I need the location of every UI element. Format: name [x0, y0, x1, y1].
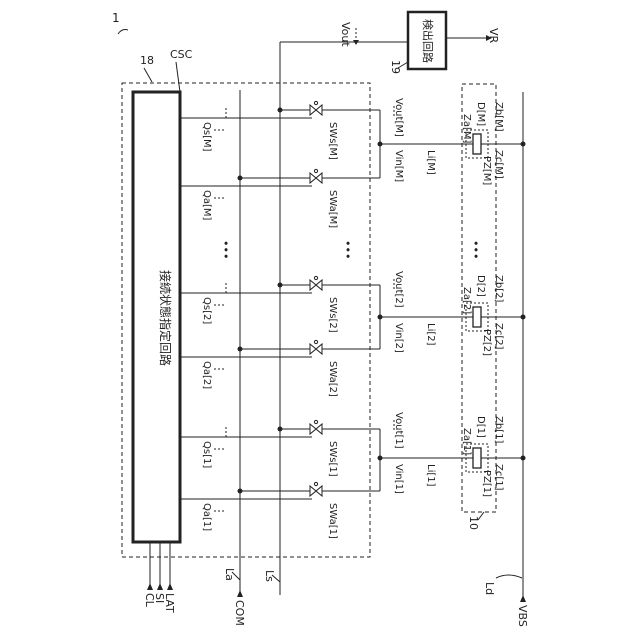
csc-label-leader	[176, 62, 180, 92]
swa-switch-icon	[310, 340, 322, 354]
pz-label: PZ[2]	[481, 329, 492, 356]
pz-element	[473, 134, 481, 154]
qs-label: Qs[M]	[201, 122, 212, 152]
sws-switch-icon	[310, 420, 322, 434]
li-label: Li[1]	[425, 464, 436, 487]
za-label: Za[1]	[461, 428, 472, 455]
vout-label: Vout[2]	[393, 271, 404, 308]
sws-label: SWs[2]	[327, 297, 338, 333]
qa-label: Qa[1]	[201, 503, 212, 531]
ellipsis-sw: •••	[341, 240, 354, 259]
vin-label: Vin[1]	[393, 464, 404, 494]
ellipsis-qa: •••	[219, 240, 232, 259]
unit-ref-number: 10	[467, 516, 480, 530]
li-junction-dot	[378, 456, 383, 461]
swa-label: SWa[2]	[327, 361, 338, 397]
figure-number: 1	[112, 11, 120, 25]
vout-label: Vout[1]	[393, 412, 404, 449]
ld-junction-dot	[521, 142, 526, 147]
vout-label: Vout[M]	[393, 98, 404, 137]
sws-switch-icon-gate	[314, 420, 317, 423]
swa-switch-icon-body	[310, 486, 322, 496]
channel-3: Qs[M] Qa[M] SWs[M] SWa[M] Vout[M] Vin[M] Li[M]…	[180, 98, 526, 228]
qa-label: Qa[2]	[201, 361, 212, 389]
zc-label: Zc[2]	[493, 323, 504, 350]
zb-label: Zb[1]	[493, 416, 504, 443]
detection-circuit-label: 検出回路	[421, 19, 435, 63]
swa-switch-icon-body	[310, 173, 322, 183]
li-junction-dot	[378, 142, 383, 147]
swa-switch-icon-gate	[314, 340, 317, 343]
vbs-label: VBS	[516, 605, 529, 627]
ld-label: Ld	[483, 582, 496, 595]
vbs-arrow-icon	[520, 595, 526, 602]
swa-switch-icon-body	[310, 344, 322, 354]
swa-label: SWa[M]	[327, 190, 338, 228]
sws-label: SWs[M]	[327, 122, 338, 160]
swa-junction-dot	[238, 489, 243, 494]
swa-junction-dot	[238, 176, 243, 181]
li-junction-dot	[378, 315, 383, 320]
d-label: D[M]	[475, 102, 486, 126]
com-arrow-icon	[237, 590, 243, 597]
qs-label: Qs[1]	[201, 441, 212, 468]
pz-element	[473, 448, 481, 468]
channel-groups: Qs[1] Qa[1] SWs[1] SWa[1] Vout[1] Vin[1] Li[1]…	[180, 98, 526, 539]
swa-switch-icon-gate	[314, 482, 317, 485]
sws-junction-dot	[278, 108, 283, 113]
li-label: Li[2]	[425, 323, 436, 346]
sws-switch-icon-gate	[314, 276, 317, 279]
ld-junction-dot	[521, 456, 526, 461]
figure-ref-curve	[118, 30, 128, 35]
csc-label: CSC	[170, 48, 193, 61]
za-label: Za[M]	[461, 114, 472, 144]
swa-label: SWa[1]	[327, 503, 338, 539]
swa-switch-icon	[310, 169, 322, 183]
d-label: D[2]	[475, 275, 486, 297]
swa-junction-dot	[238, 347, 243, 352]
d-label: D[1]	[475, 416, 486, 438]
sws-switch-icon-body	[310, 424, 322, 434]
swa-switch-icon	[310, 482, 322, 496]
sws-switch-icon-body	[310, 280, 322, 290]
cl-arrow-icon	[147, 583, 153, 590]
qs-label: Qs[2]	[201, 297, 212, 324]
pz-label: PZ[1]	[481, 470, 492, 497]
pz-label: PZ[M]	[481, 156, 492, 185]
com-label: COM	[233, 600, 246, 626]
ls-label: Ls	[263, 570, 276, 582]
channel-2: Qs[2] Qa[2] SWs[2] SWa[2] Vout[2] Vin[2] Li[2]…	[180, 271, 526, 397]
sws-junction-dot	[278, 427, 283, 432]
sws-switch-icon-body	[310, 105, 322, 115]
ld-junction-dot	[521, 315, 526, 320]
sws-switch-icon	[310, 101, 322, 115]
vr-label: VR	[487, 28, 500, 44]
ld-leader	[496, 575, 522, 578]
sws-label: SWs[1]	[327, 441, 338, 477]
za-label: Za[2]	[461, 287, 472, 314]
connection-state-label: 接続状態指定回路	[158, 270, 173, 366]
zc-label: Zc[M]	[493, 150, 504, 179]
csc-ref-number: 18	[140, 54, 154, 67]
vin-label: Vin[2]	[393, 323, 404, 353]
csc-ref-leader	[144, 68, 152, 82]
ellipsis-pz: •••	[469, 240, 482, 259]
swa-switch-icon-gate	[314, 169, 317, 172]
si-arrow-icon	[157, 583, 163, 590]
vout-bus-label: Vout	[339, 22, 352, 47]
qa-label: Qa[M]	[201, 190, 212, 221]
sws-switch-icon	[310, 276, 322, 290]
sws-junction-dot	[278, 283, 283, 288]
sws-switch-icon-gate	[314, 101, 317, 104]
lat-arrow-icon	[167, 583, 173, 590]
li-label: Li[M]	[425, 150, 436, 175]
zb-label: Zb[2]	[493, 275, 504, 302]
zb-label: Zb[M]	[493, 102, 504, 132]
zc-label: Zc[1]	[493, 464, 504, 491]
pz-element	[473, 307, 481, 327]
lat-label: LAT	[163, 593, 176, 613]
vin-label: Vin[M]	[393, 150, 404, 182]
